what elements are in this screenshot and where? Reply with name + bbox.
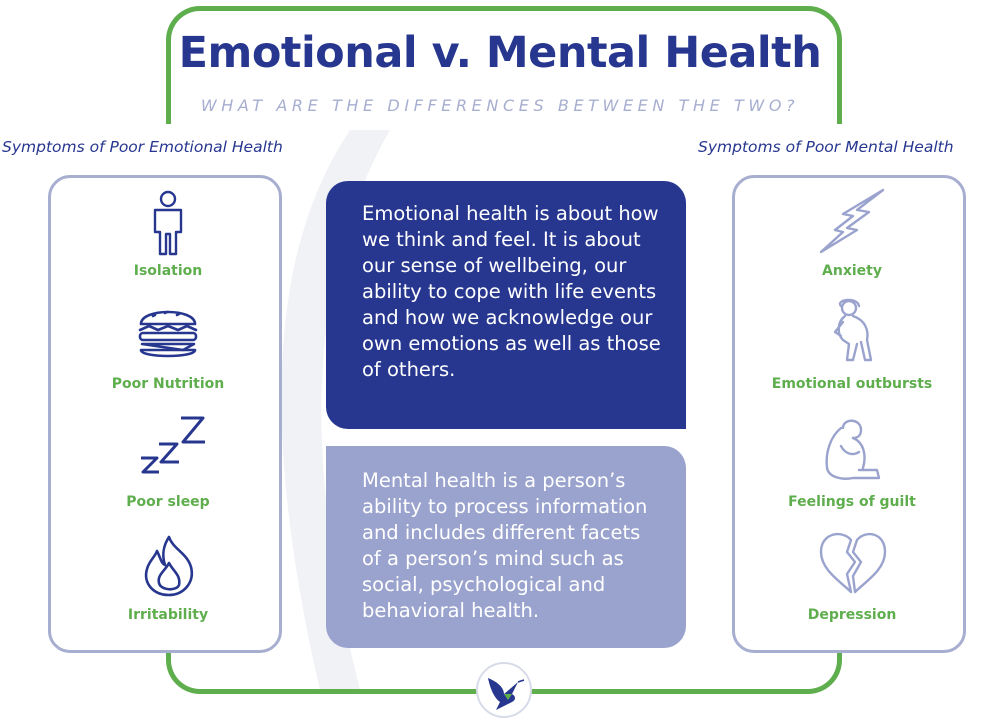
symptom-label-poor-sleep: Poor sleep [126, 494, 210, 510]
symptom-label-isolation: Isolation [133, 263, 203, 279]
left-column-heading: Symptoms of Poor Emotional Health [2, 138, 283, 156]
symptom-label-irritability: Irritability [127, 607, 209, 623]
right-column-heading: Symptoms of Poor Mental Health [698, 138, 954, 156]
zzz-icon [141, 416, 205, 474]
hummingbird-icon [488, 678, 525, 710]
symptom-label-poor-nutrition: Poor Nutrition [111, 376, 225, 392]
symptom-label-anxiety: Anxiety [822, 263, 882, 279]
emotional-symptoms-panel: Isolation Poor Nutrition Poor sleep Irri… [48, 175, 282, 653]
page-title: Emotional v. Mental Health [178, 28, 822, 78]
broken-heart-icon [819, 532, 887, 594]
burger-icon [138, 310, 198, 358]
background-swoosh [281, 130, 390, 690]
symptom-label-feelings-of-guilt: Feelings of guilt [788, 494, 916, 510]
logo-badge [476, 662, 532, 718]
mental-health-definition: Mental health is a person’s ability to p… [326, 446, 686, 648]
symptom-label-emotional-outbursts: Emotional outbursts [771, 376, 933, 392]
top-bracket [166, 6, 842, 124]
flame-icon [144, 535, 194, 597]
person-icon [153, 190, 183, 256]
page-subtitle: WHAT ARE THE DIFFERENCES BETWEEN THE TWO… [200, 96, 800, 115]
sitting-person-icon [825, 419, 881, 480]
lightning-icon [819, 188, 885, 254]
symptom-label-depression: Depression [807, 607, 897, 623]
mental-symptoms-panel: Anxiety Emotional outbursts Feelings of … [732, 175, 966, 653]
distressed-person-icon [833, 298, 873, 362]
emotional-health-definition: Emotional health is about how we think a… [326, 181, 686, 429]
